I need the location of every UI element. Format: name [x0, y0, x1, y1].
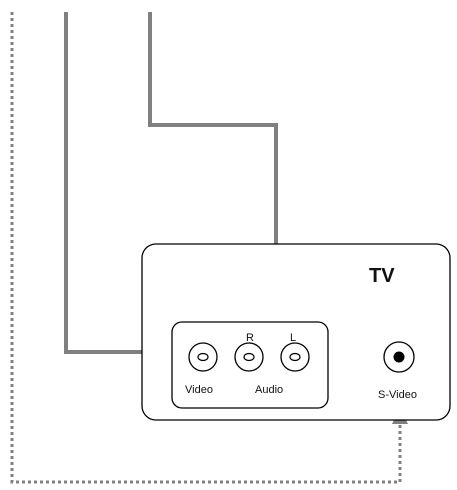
video-cable — [64, 12, 150, 354]
audio-r-label: R — [246, 332, 254, 344]
tv-title: TV — [369, 265, 395, 287]
audio-label: Audio — [255, 384, 283, 396]
video-label: Video — [185, 384, 213, 396]
svideo-label: S-Video — [378, 389, 417, 401]
audio-r-jack[interactable] — [234, 342, 264, 372]
tv-panel-outline — [141, 243, 451, 421]
audio-cable — [148, 12, 278, 296]
av-input-group — [171, 321, 329, 409]
svideo-jack[interactable] — [383, 341, 415, 373]
tv-panel: TV R L Video Audio S-Video — [141, 243, 451, 421]
video-jack[interactable] — [188, 342, 218, 372]
audio-l-label: L — [290, 332, 296, 344]
svideo-cable — [10, 12, 402, 484]
audio-l-jack[interactable] — [280, 342, 310, 372]
